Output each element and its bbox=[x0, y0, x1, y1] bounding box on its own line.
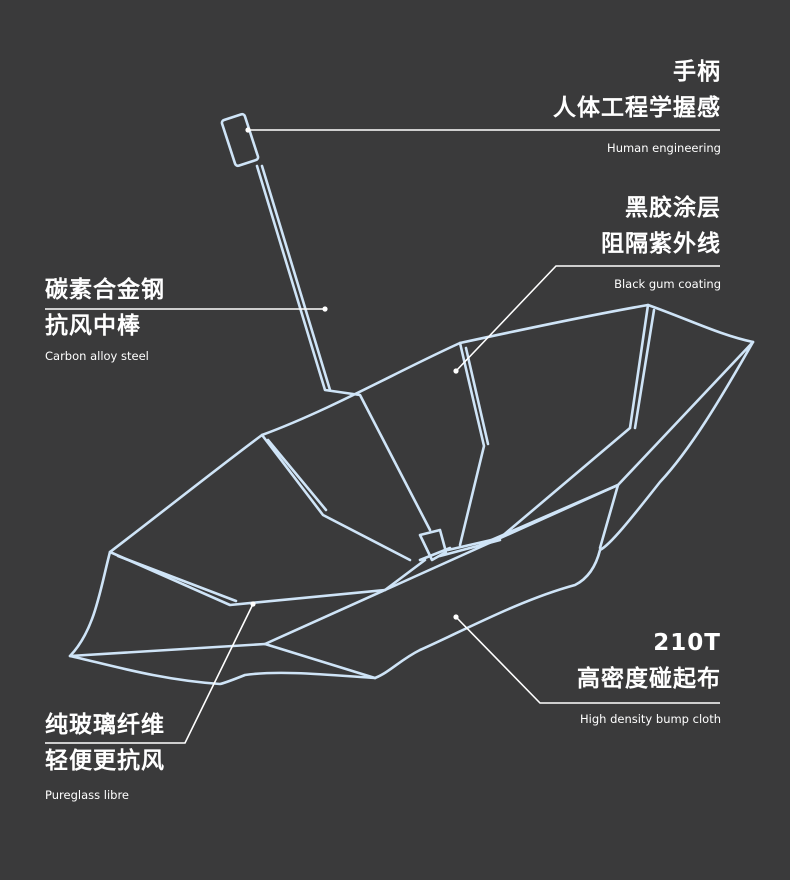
handle-english: Human engineering bbox=[607, 141, 721, 155]
rib-left-b bbox=[116, 554, 238, 603]
ribs-subtitle: 轻便更抗风 bbox=[45, 748, 165, 774]
rib-back-right bbox=[446, 303, 650, 552]
callout-line-ribs bbox=[45, 603, 254, 744]
callout-line-fabric bbox=[455, 616, 720, 704]
umbrella-hub bbox=[418, 528, 448, 562]
rib-right bbox=[478, 340, 755, 547]
callout-dot-shaft bbox=[322, 306, 328, 312]
handle-subtitle: 人体工程学握感 bbox=[553, 95, 721, 121]
coating-title: 黑胶涂层 bbox=[625, 195, 721, 221]
callout-dot-fabric bbox=[453, 614, 459, 620]
callout-dot-ribs bbox=[250, 601, 256, 607]
handle-title: 手柄 bbox=[673, 59, 721, 85]
rib-back-right-b bbox=[633, 308, 656, 430]
rib-left bbox=[108, 550, 387, 607]
callout-line-coating bbox=[455, 265, 720, 372]
ribs-title: 纯玻璃纤维 bbox=[45, 712, 165, 738]
rib-back bbox=[458, 341, 486, 547]
shaft-english: Carbon alloy steel bbox=[45, 349, 149, 363]
callout-handle: 手柄 人体工程学握感 Human engineering bbox=[553, 54, 721, 156]
callout-shaft: 碳素合金钢 抗风中棒 Carbon alloy steel bbox=[45, 272, 165, 364]
coating-english: Black gum coating bbox=[614, 277, 721, 291]
callout-dot-coating bbox=[453, 368, 459, 374]
shaft-subtitle: 抗风中棒 bbox=[45, 313, 141, 339]
callout-dot-handle bbox=[245, 127, 251, 133]
fabric-subtitle: 高密度碰起布 bbox=[577, 666, 721, 692]
coating-subtitle: 阻隔紫外线 bbox=[601, 231, 721, 257]
umbrella-shaft-inner bbox=[260, 164, 332, 392]
stretchers bbox=[383, 538, 502, 592]
canopy-lower-edge bbox=[68, 642, 377, 680]
fabric-title: 210T bbox=[653, 630, 721, 656]
callout-coating: 黑胶涂层 阻隔紫外线 Black gum coating bbox=[601, 190, 721, 292]
shaft-title: 碳素合金钢 bbox=[45, 277, 165, 303]
umbrella-shaft bbox=[255, 164, 432, 532]
callout-ribs: 纯玻璃纤维 轻便更抗风 Pureglass libre bbox=[45, 707, 165, 803]
umbrella-handle bbox=[220, 112, 260, 168]
callout-fabric: 210T 高密度碰起布 High density bump cloth bbox=[577, 625, 721, 727]
fabric-english: High density bump cloth bbox=[579, 712, 721, 726]
rib-back-left-b bbox=[266, 438, 328, 512]
rib-back-left bbox=[260, 433, 412, 562]
ribs-english: Pureglass libre bbox=[45, 788, 129, 802]
rib-back-b bbox=[464, 346, 490, 446]
